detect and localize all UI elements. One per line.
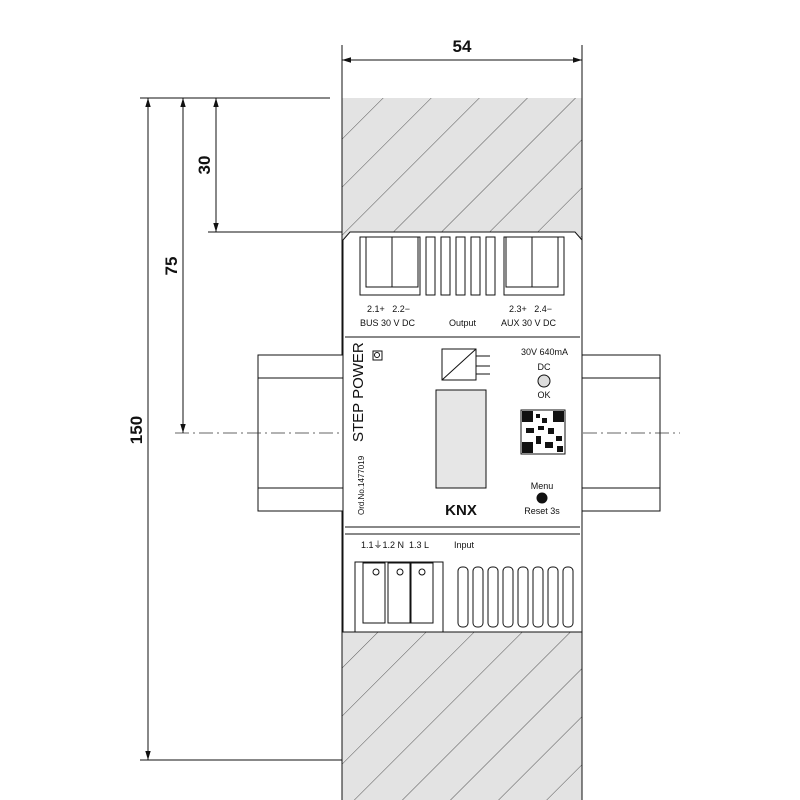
knx-logo: KNX xyxy=(445,502,477,519)
order-number: Ord.No.1477019 xyxy=(357,455,366,515)
menu-button[interactable] xyxy=(536,492,548,504)
bus-label: BUS 30 V DC xyxy=(360,318,416,328)
product-name: STEP POWER xyxy=(350,342,367,442)
dim-width: 54 xyxy=(453,37,472,56)
dc-ok-led xyxy=(537,374,551,388)
led-ok-label: OK xyxy=(537,390,550,400)
dim-total-height: 150 xyxy=(127,416,146,444)
input-label: Input xyxy=(454,540,475,550)
display-window xyxy=(435,389,487,489)
aux-label: AUX 30 V DC xyxy=(501,318,557,328)
dimension-lines xyxy=(140,45,583,761)
reset-label: Reset 3s xyxy=(524,506,560,516)
top-terminals xyxy=(359,236,565,296)
rating-label: 30V 640mA xyxy=(521,347,568,357)
power-supply-device xyxy=(342,231,583,633)
bottom-terminals xyxy=(354,561,574,633)
dim-top-offset: 30 xyxy=(195,156,214,175)
aux-pin-labels: 2.3+ 2.4− xyxy=(509,304,552,314)
input-pin-labels: 1.1⏚1.2 N 1.3 L xyxy=(361,540,429,550)
led-dc-label: DC xyxy=(538,362,551,372)
dim-rail-center: 75 xyxy=(162,257,181,276)
bus-pin-labels: 2.1+ 2.2− xyxy=(367,304,410,314)
menu-label: Menu xyxy=(531,481,554,491)
output-label: Output xyxy=(449,318,477,328)
